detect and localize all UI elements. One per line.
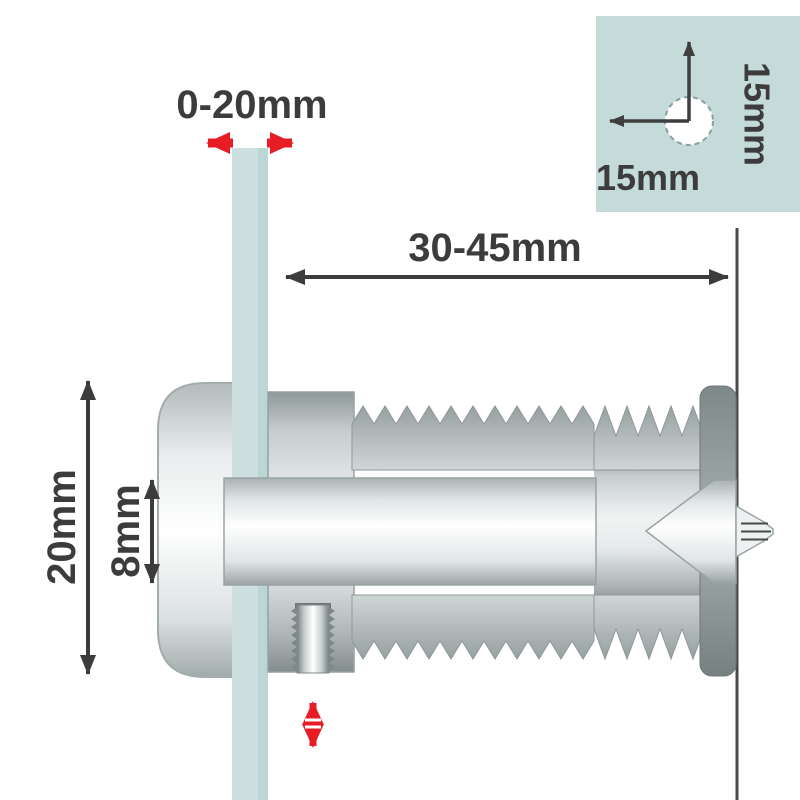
hole-offset-horizontal-label: 15mm (596, 157, 700, 198)
anchor-thread-top (593, 404, 705, 471)
grub-screw (291, 603, 335, 674)
drill-template-panel: 15mm 15mm (596, 16, 800, 212)
screw-slot-lines (741, 522, 771, 541)
thread-band-bottom (351, 594, 595, 660)
shaft (223, 477, 597, 586)
glass-range-label: 0-20mm (176, 83, 327, 127)
cap-size-label: 20mm (40, 469, 84, 585)
hole-offset-vertical-label: 15mm (737, 62, 778, 166)
grub-adjust-arrow (302, 701, 324, 748)
fixing-length-label: 30-45mm (408, 226, 581, 270)
anchor-thread-bottom (593, 594, 705, 661)
standoff-cap (157, 382, 239, 678)
thread-band-top (351, 405, 595, 471)
barrel-size-label: 8mm (104, 484, 148, 577)
glass-panel-edge (258, 148, 268, 800)
